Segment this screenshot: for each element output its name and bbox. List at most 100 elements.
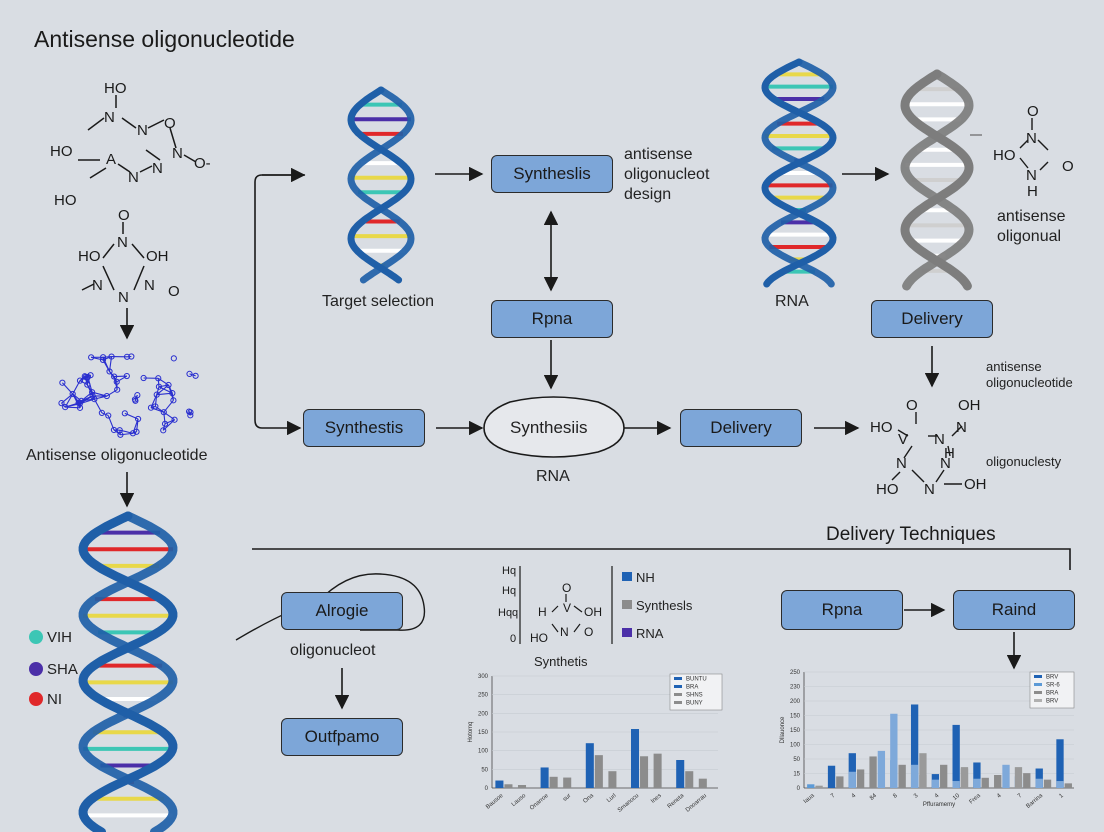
network-bond [120, 432, 134, 436]
mini-axis-label: 0 [510, 633, 516, 645]
design-note-line-1: antisense [624, 146, 693, 163]
network-atom [155, 383, 163, 390]
legend-swatch [1034, 691, 1042, 694]
mid-note-line-2: oligonucleotide [986, 375, 1073, 390]
network-atom [153, 391, 160, 398]
network-atom [108, 353, 115, 360]
synthesis-box-top[interactable]: Syntheslis [491, 155, 613, 193]
atom: N [1026, 130, 1037, 147]
x-tick-label: sur [562, 793, 572, 803]
network-atom [169, 390, 176, 397]
network-atom [76, 404, 84, 411]
y-tick-label: 15 [793, 772, 800, 778]
synthesis-box-mid[interactable]: Synthestis [303, 409, 425, 447]
rna-helix-icon [761, 58, 837, 288]
network-atom [171, 416, 178, 423]
atom: O [584, 625, 593, 639]
atom: O [1062, 158, 1074, 175]
bar [495, 780, 504, 788]
bar [815, 785, 823, 788]
bar [1056, 739, 1064, 788]
bar [973, 762, 981, 788]
bar [848, 771, 856, 788]
legend-swatch [674, 677, 682, 680]
atom: HO [50, 143, 73, 160]
bar [504, 784, 513, 788]
atom: OH [964, 476, 987, 493]
network-bond [163, 411, 175, 421]
atom: N [118, 289, 129, 306]
x-axis-label: Pffuramemy [923, 802, 955, 808]
y-tick-label: 200 [790, 699, 801, 705]
chemical-structure-1-icon [78, 95, 197, 179]
helix-strand [761, 58, 837, 288]
atom: N [92, 277, 103, 294]
atom: N [172, 145, 183, 162]
network-bond [116, 375, 128, 383]
network-atom [114, 386, 121, 393]
atom: A [106, 151, 116, 168]
legend-dot-1 [29, 630, 43, 644]
network-bond [171, 393, 174, 401]
bar [563, 777, 572, 788]
atom: HO [104, 80, 127, 97]
network-atom [160, 427, 167, 434]
bar [856, 769, 865, 788]
network-atom [106, 368, 113, 375]
y-tick-label: 150 [790, 714, 801, 720]
atom: O [164, 115, 176, 132]
atom: N [1026, 167, 1037, 184]
atom: N [896, 455, 907, 472]
outfpamo-box[interactable]: Outfpamo [281, 718, 403, 756]
network-atom [84, 381, 91, 388]
x-tick-label: 10 [952, 793, 961, 802]
bar [1064, 783, 1072, 788]
legend-swatch [674, 701, 682, 704]
mini-chemical-atoms: O H V OH HO N O [530, 581, 602, 645]
delivery-box-mid[interactable]: Delivery [680, 409, 802, 447]
network-atom [155, 375, 162, 382]
synthesis-oval-label[interactable]: Synthesiis [510, 418, 588, 437]
network-bond [132, 431, 137, 434]
atom: H [538, 605, 547, 619]
legend-entry: BRA [686, 685, 698, 691]
network-atom [99, 356, 107, 363]
atom: OH [146, 248, 169, 265]
mini-legend-swatch-1 [622, 572, 632, 581]
network-bond [157, 377, 169, 386]
x-tick-label: Dnoarrau [685, 793, 708, 814]
bar [877, 750, 886, 788]
network-atom [121, 410, 128, 417]
design-note-line-2: oligonucleot [624, 166, 710, 183]
atom: O [168, 283, 180, 300]
mid-side-note: oligonuclesty [986, 454, 1062, 469]
rpna-box-bottom[interactable]: Rpna [781, 590, 903, 630]
x-tick-label: 4 [996, 793, 1003, 800]
delivery-box-top[interactable]: Delivery [871, 300, 993, 338]
bar [1023, 773, 1031, 788]
design-note-line-3: design [624, 186, 672, 203]
y-tick-label: 50 [793, 757, 800, 763]
network-bond [164, 419, 175, 425]
bar [1035, 778, 1043, 788]
network-atom [59, 379, 66, 386]
bar [827, 765, 836, 788]
network-bond [114, 375, 127, 378]
raind-box[interactable]: Raind [953, 590, 1075, 630]
network-atom [89, 392, 96, 400]
y-tick-label: 250 [790, 670, 801, 676]
rpna-box-top[interactable]: Rpna [491, 300, 613, 338]
atom: V [563, 601, 571, 615]
network-atom [82, 373, 89, 381]
bar [640, 756, 649, 788]
left-molecule-label: Antisense oligonucleotide [26, 447, 208, 464]
chemical-structure-2-icon [81, 222, 145, 291]
atom: HO [876, 481, 899, 498]
network-atom [134, 415, 142, 423]
legend-label-1: VIH [47, 629, 73, 646]
legend-entry: SHNS [686, 693, 703, 699]
chemical-structure-2-atoms: O HO N OH N N N O [78, 207, 180, 306]
alrogie-box[interactable]: Alrogie [281, 592, 403, 630]
x-tick-label: Smanocu [617, 793, 640, 814]
